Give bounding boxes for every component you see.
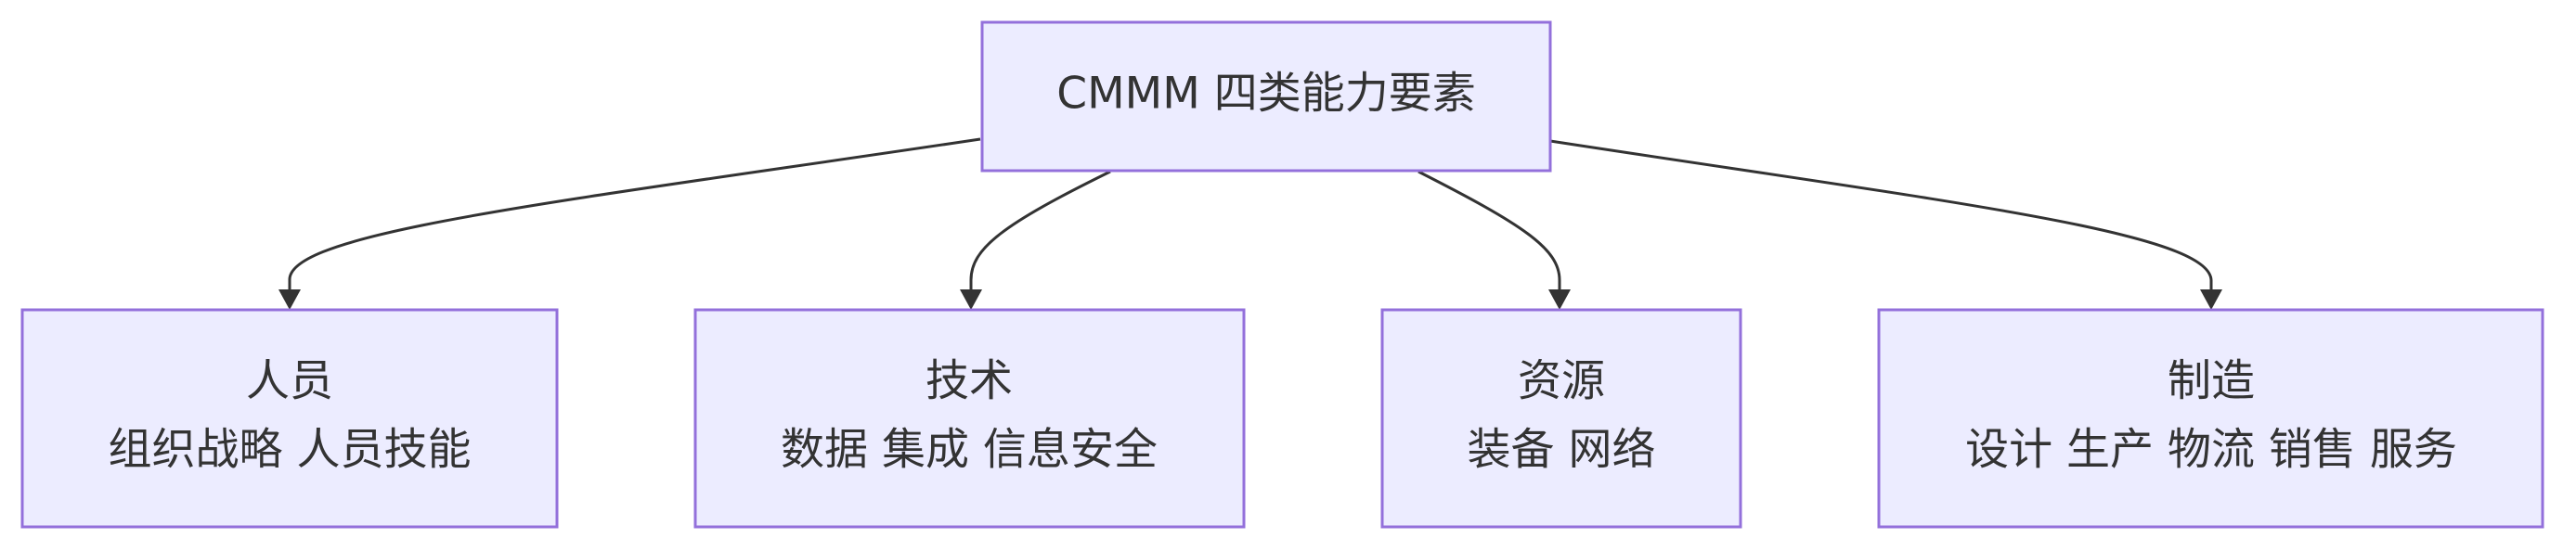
edges <box>278 137 2222 310</box>
child-title: 技术 <box>926 356 1013 407</box>
root-node: CMMM 四类能力要素 <box>980 20 1552 173</box>
arrowhead-people <box>278 289 301 310</box>
edge-root-to-manufacturing <box>1549 139 2213 295</box>
child-items: 设计 生产 物流 销售 服务 <box>1965 425 2457 476</box>
child-node-people: 人员 组织战略 人员技能 <box>20 308 559 529</box>
edge-root-to-technology <box>969 170 1111 295</box>
child-items: 组织战略 人员技能 <box>109 425 472 476</box>
root-label: CMMM 四类能力要素 <box>1056 69 1475 120</box>
arrowhead-technology <box>960 289 982 310</box>
child-title: 制造 <box>2168 356 2255 407</box>
arrowhead-resources <box>1548 289 1571 310</box>
child-title: 人员 <box>246 356 333 407</box>
child-node-manufacturing: 制造 设计 生产 物流 销售 服务 <box>1877 308 2544 529</box>
edge-root-to-resources <box>1417 170 1561 295</box>
arrowhead-manufacturing <box>2200 289 2222 310</box>
child-items: 装备 网络 <box>1468 425 1656 476</box>
edge-root-to-people <box>288 137 981 295</box>
child-items: 数据 集成 信息安全 <box>781 425 1158 476</box>
child-node-technology: 技术 数据 集成 信息安全 <box>693 308 1246 529</box>
child-node-resources: 资源 装备 网络 <box>1380 308 1742 529</box>
child-title: 资源 <box>1518 356 1605 407</box>
